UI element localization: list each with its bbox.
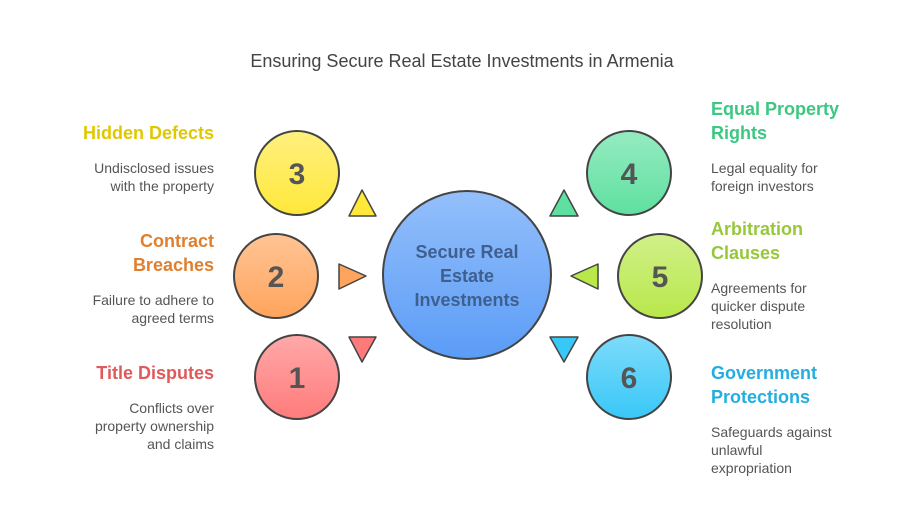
center-label: Secure Real xyxy=(415,242,518,262)
item-description: expropriation xyxy=(711,460,792,476)
item-description: Failure to adhere to xyxy=(93,292,215,308)
item-description: foreign investors xyxy=(711,178,814,194)
item-description: Undisclosed issues xyxy=(94,160,214,176)
item-number: 1 xyxy=(289,362,306,395)
item-title: Title Disputes xyxy=(96,363,214,383)
diagram-title: Ensuring Secure Real Estate Investments … xyxy=(250,51,674,71)
item-title: Hidden Defects xyxy=(83,123,214,143)
item-title: Protections xyxy=(711,387,810,407)
number-circle xyxy=(617,233,703,319)
arrow-icon xyxy=(338,263,367,290)
arrow-icon xyxy=(549,336,579,363)
item-title: Government xyxy=(711,363,817,383)
item-description: and claims xyxy=(147,436,214,452)
item-number: 3 xyxy=(289,158,306,191)
item-number: 4 xyxy=(621,158,638,191)
item-title: Clauses xyxy=(711,243,780,263)
item-title: Contract xyxy=(140,231,214,251)
number-circle xyxy=(233,233,319,319)
arrow-icon xyxy=(348,336,377,363)
number-circle xyxy=(254,130,340,216)
item-description: quicker dispute xyxy=(711,298,805,314)
item-title: Rights xyxy=(711,123,767,143)
item-description: Legal equality for xyxy=(711,160,818,176)
arrow-icon xyxy=(549,189,579,217)
item-description: agreed terms xyxy=(132,310,214,326)
center-label: Investments xyxy=(414,290,519,310)
item-description: with the property xyxy=(110,178,215,194)
item-number: 6 xyxy=(621,362,638,395)
item-description: property ownership xyxy=(95,418,214,434)
item-description: resolution xyxy=(711,316,772,332)
item-description: unlawful xyxy=(711,442,762,458)
arrow-icon xyxy=(348,189,377,217)
item-title: Equal Property xyxy=(711,99,839,119)
item-title: Arbitration xyxy=(711,219,803,239)
center-circle xyxy=(382,190,552,360)
number-circle xyxy=(586,334,672,420)
item-title: Breaches xyxy=(133,255,214,275)
item-description: Agreements for xyxy=(711,280,807,296)
item-number: 5 xyxy=(652,261,669,294)
item-number: 2 xyxy=(268,261,285,294)
item-description: Conflicts over xyxy=(129,400,214,416)
item-description: Safeguards against xyxy=(711,424,832,440)
number-circle xyxy=(254,334,340,420)
center-label: Estate xyxy=(440,266,494,286)
arrow-icon xyxy=(570,263,599,290)
number-circle xyxy=(586,130,672,216)
